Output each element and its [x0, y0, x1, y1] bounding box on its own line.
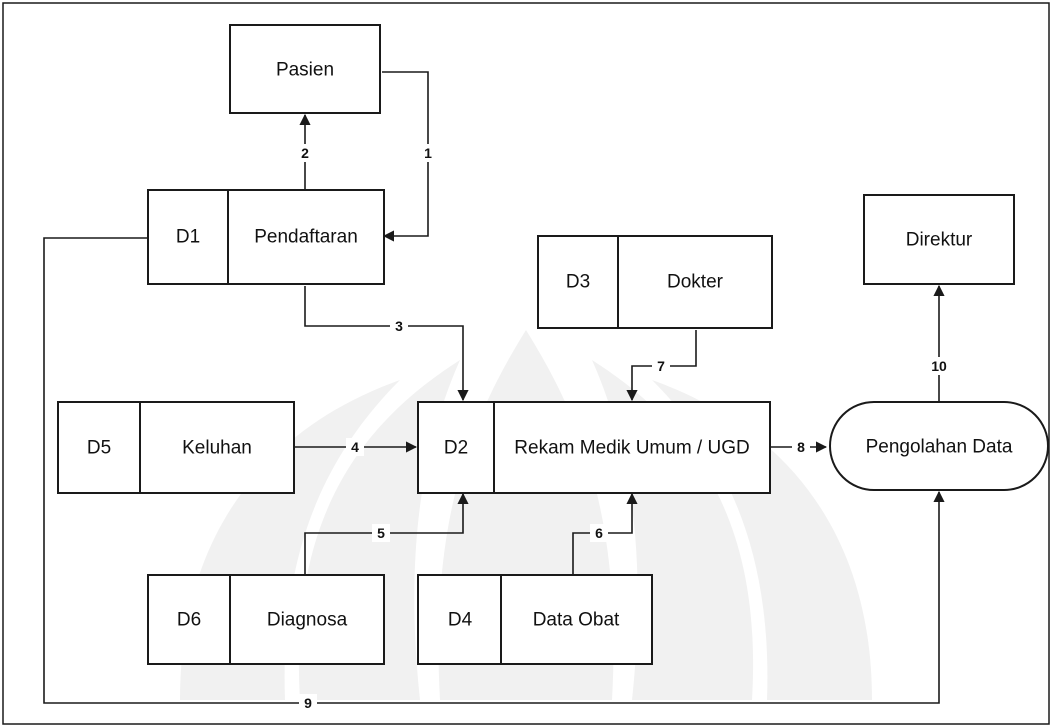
store-d5-id: D5	[87, 438, 111, 459]
store-d6-label: Diagnosa	[267, 610, 348, 631]
entity-direktur-label: Direktur	[906, 230, 973, 251]
process-label: Pengolahan Data	[866, 437, 1013, 458]
store-d6: D6 Diagnosa	[147, 574, 385, 665]
flow-9-label: 9	[304, 695, 312, 711]
store-d3-id: D3	[566, 272, 590, 293]
entity-pasien-label: Pasien	[276, 60, 334, 81]
store-d4-id: D4	[448, 610, 473, 631]
store-d3-label: Dokter	[667, 272, 724, 293]
store-d4-label: Data Obat	[533, 610, 620, 631]
store-d2-id: D2	[444, 438, 468, 459]
store-d5: D5 Keluhan	[57, 401, 295, 494]
flow-3-line	[304, 286, 469, 402]
flow-2-label: 2	[301, 145, 309, 161]
flow-6-label: 6	[595, 525, 603, 541]
flow-5-label: 5	[377, 525, 385, 541]
flow-7-label: 7	[657, 358, 665, 374]
entity-pasien: Pasien	[229, 24, 381, 114]
process-pengolahan-data: Pengolahan Data	[829, 401, 1049, 491]
flow-3-label: 3	[395, 318, 403, 334]
store-d5-label: Keluhan	[182, 438, 252, 459]
store-d4: D4 Data Obat	[417, 574, 653, 665]
store-d1-id: D1	[176, 227, 200, 248]
store-d1: D1 Pendaftaran	[147, 189, 385, 285]
flow-4-label: 4	[351, 439, 359, 455]
flow-8-label: 8	[797, 439, 805, 455]
entity-direktur: Direktur	[863, 194, 1015, 285]
store-d2-label: Rekam Medik Umum / UGD	[514, 438, 749, 459]
store-d1-label: Pendaftaran	[254, 227, 358, 248]
flow-9-line	[43, 237, 945, 704]
store-d6-id: D6	[177, 610, 201, 631]
flow-1-label: 1	[424, 145, 432, 161]
flow-10-label: 10	[931, 358, 947, 374]
store-d3: D3 Dokter	[537, 235, 773, 329]
store-d2: D2 Rekam Medik Umum / UGD	[417, 401, 771, 494]
